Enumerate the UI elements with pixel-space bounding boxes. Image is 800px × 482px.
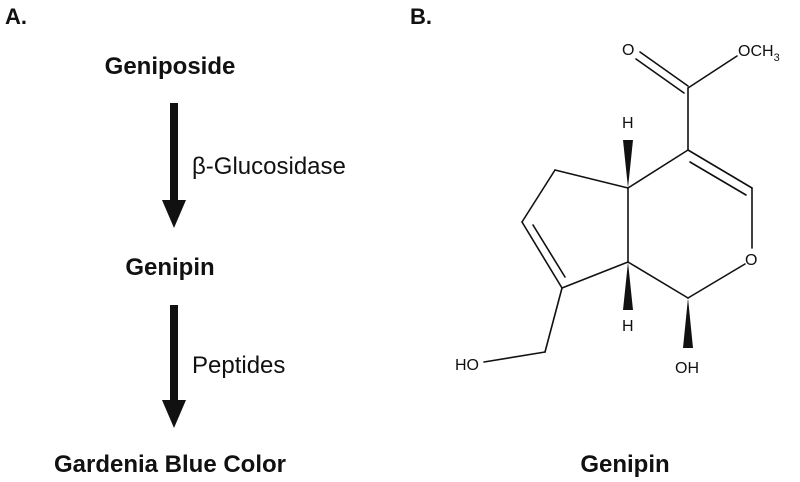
panel-b-label: B. [410, 4, 432, 29]
wedge-h-bottom [623, 262, 633, 310]
atom-methoxy: OCH3 [738, 43, 780, 64]
atom-ring-o: O [745, 252, 757, 269]
structure-name: Genipin [580, 451, 670, 478]
bond-co-double-1 [639, 51, 689, 87]
atom-hydroxymethyl: HO [455, 357, 479, 374]
wedge-h-top [623, 140, 633, 188]
bond-c4-c3-inner [689, 161, 747, 196]
bond-c6-c7-inner [532, 224, 566, 278]
step-label-glucosidase: β-Glucosidase [192, 153, 346, 180]
pathway-node-gardenia-blue: Gardenia Blue Color [53, 451, 287, 478]
bond-c-ome [687, 55, 738, 89]
atom-hemiacetal-oh: OH [675, 360, 699, 377]
bond-c4a-c4 [627, 149, 689, 189]
bond-co-double-2 [635, 58, 685, 94]
bond-c4-c3 [687, 149, 753, 189]
bond-c6-c7 [521, 221, 563, 289]
arrow-shaft [170, 305, 178, 403]
atom-methoxy-subscript: 3 [774, 52, 780, 64]
wedge-oh [683, 298, 693, 348]
pathway-arrow-2 [162, 305, 186, 428]
pathway-arrow-1 [162, 103, 186, 228]
atom-h-top: H [622, 115, 634, 132]
bond-o-c1 [687, 263, 746, 299]
bond-c5-c6 [521, 169, 556, 223]
atom-h-bottom: H [622, 318, 634, 335]
arrow-head [162, 400, 186, 428]
bond-c7-c7a [561, 261, 629, 289]
bond-c7-ch2 [544, 287, 563, 353]
pathway-node-genipin: Genipin [125, 254, 215, 281]
step-label-peptides: Peptides [192, 352, 286, 379]
atom-carbonyl-o: O [622, 42, 634, 59]
bond-ch2-o [483, 351, 546, 363]
panel-a-label: A. [5, 4, 27, 29]
atom-methoxy-text: OCH [738, 43, 774, 60]
arrow-shaft [170, 103, 178, 203]
bond-c4a-c5 [554, 169, 629, 189]
bond-c1-c7a [627, 261, 689, 299]
pathway-node-geniposide: Geniposide [104, 53, 236, 80]
arrow-head [162, 200, 186, 228]
